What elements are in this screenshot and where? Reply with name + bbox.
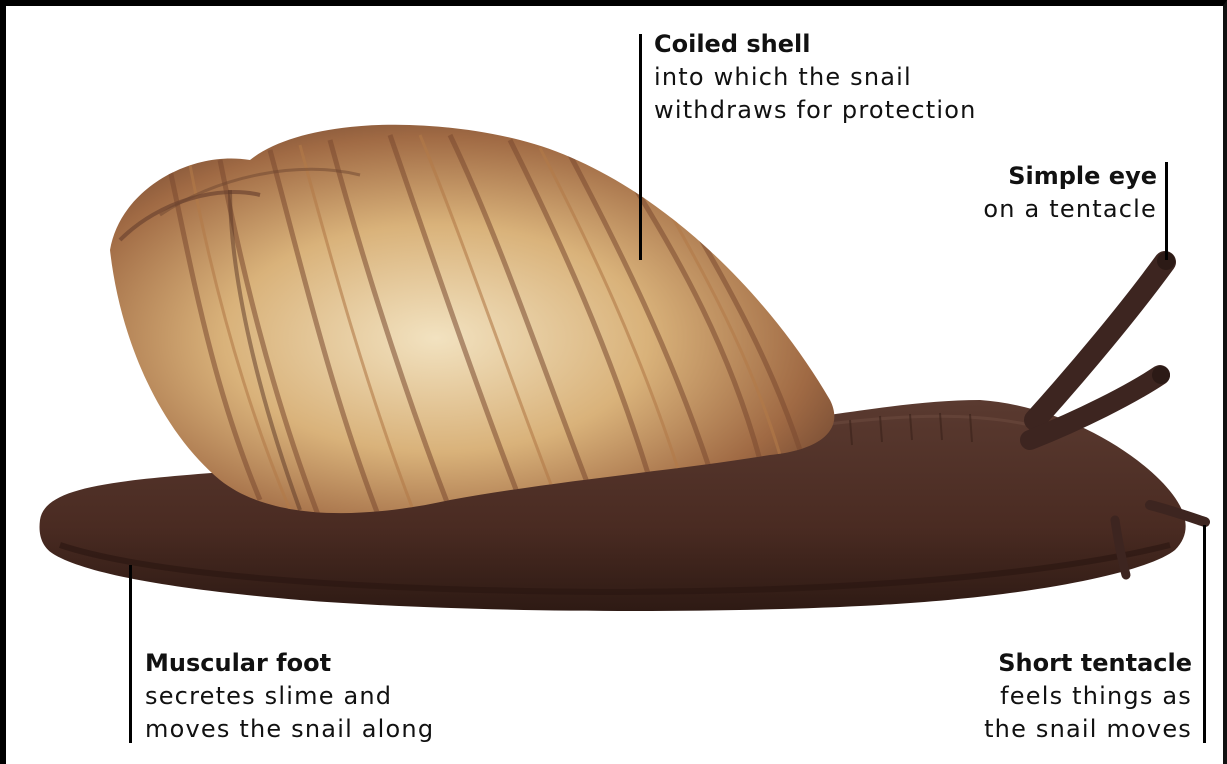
shell-callout: Coiled shell into which the snail withdr… bbox=[654, 28, 977, 127]
shell-callout-line-1: into which the snail bbox=[654, 61, 977, 94]
eye-callout: Simple eye on a tentacle bbox=[983, 160, 1157, 226]
tentacle-callout-line-1: feels things as bbox=[984, 680, 1192, 713]
foot-callout: Muscular foot secretes slime and moves t… bbox=[145, 647, 434, 746]
eye-dot bbox=[1152, 366, 1170, 384]
eye-leader-line bbox=[1165, 162, 1168, 260]
tentacle-callout: Short tentacle feels things as the snail… bbox=[984, 647, 1192, 746]
tentacle-callout-line-2: the snail moves bbox=[984, 713, 1192, 746]
tentacle-callout-title: Short tentacle bbox=[984, 647, 1192, 680]
foot-callout-title: Muscular foot bbox=[145, 647, 434, 680]
foot-callout-line-2: moves the snail along bbox=[145, 713, 434, 746]
foot-leader-line bbox=[129, 565, 132, 743]
tentacle-leader-line bbox=[1203, 525, 1206, 743]
foot-callout-line-1: secretes slime and bbox=[145, 680, 434, 713]
shell-callout-line-2: withdraws for protection bbox=[654, 94, 977, 127]
snail-shell bbox=[110, 125, 834, 520]
shell-leader-line bbox=[639, 34, 642, 260]
eye-callout-line-1: on a tentacle bbox=[983, 193, 1157, 226]
eye-callout-title: Simple eye bbox=[983, 160, 1157, 193]
shell-callout-title: Coiled shell bbox=[654, 28, 977, 61]
